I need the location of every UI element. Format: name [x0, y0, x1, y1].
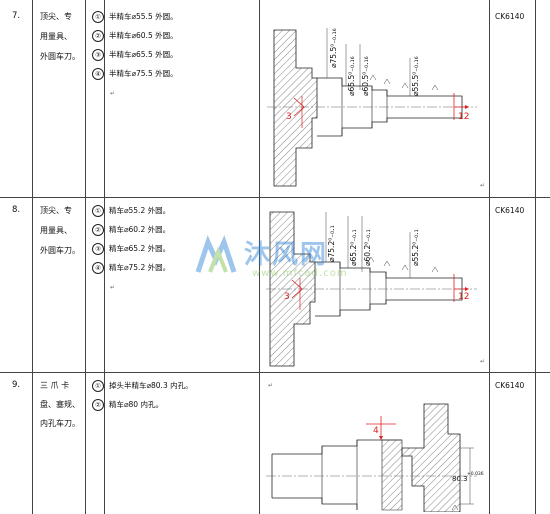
- process-step: 精车⌀75.2 外圆。: [109, 263, 171, 272]
- paragraph-mark: ↵: [480, 182, 486, 189]
- tooling-line: 用量具、: [40, 226, 72, 235]
- watermark-logo-icon: [195, 235, 237, 273]
- watermark: 沐风网 www.mfcad.com: [190, 232, 380, 287]
- table-grid-line: [535, 0, 536, 514]
- step-mark: ①: [92, 205, 104, 217]
- table-grid-line: [489, 0, 490, 514]
- watermark-brand: 沐风网: [244, 240, 329, 270]
- process-step: 半精车⌀60.5 外圆。: [109, 31, 178, 40]
- table-grid-line: [32, 0, 33, 514]
- diameter-dimension: ⌀65.5⁰₋₀.₁₆: [347, 56, 356, 96]
- step-mark: ④: [92, 68, 104, 80]
- table-grid-line: [104, 0, 105, 514]
- paragraph-mark: ↵: [480, 358, 486, 365]
- diameter-dimension: ⌀55.2⁰₋₀.₁: [411, 229, 420, 266]
- sequence-number: 9.: [12, 380, 21, 390]
- process-step: 精车⌀60.2 外圆。: [109, 225, 171, 234]
- sequence-number: 8.: [12, 205, 21, 215]
- paragraph-mark: ↵: [110, 90, 116, 97]
- tool-position-label: 4: [373, 426, 379, 436]
- tooling-line: 顶尖、专: [40, 12, 72, 21]
- diameter-dimension: ⌀75.5⁰₋₀.₁₆: [329, 28, 338, 68]
- support-label: 3: [284, 292, 290, 302]
- step-mark: ②: [92, 30, 104, 42]
- step-mark: ③: [92, 243, 104, 255]
- diameter-dimension: ⌀60.5⁰₋₀.₁₆: [361, 56, 370, 96]
- step-mark: ①: [92, 380, 104, 392]
- diameter-dimension: ⌀55.5⁰₋₀.₁₆: [411, 56, 420, 96]
- machine-tool: CK6140: [495, 206, 525, 215]
- process-step: 精车⌀55.2 外圆。: [109, 206, 171, 215]
- step-mark: ①: [92, 11, 104, 23]
- step-mark: ②: [92, 399, 104, 411]
- sequence-number: 7.: [12, 11, 21, 21]
- step-mark: ②: [92, 224, 104, 236]
- turning-drawing-op7: [267, 28, 477, 187]
- watermark-url: www.mfcad.com: [252, 268, 348, 279]
- machine-tool: CK6140: [495, 381, 525, 390]
- bore-dimension: 80.3: [452, 475, 468, 483]
- tooling-line: 内孔车刀。: [40, 419, 80, 428]
- process-step: 半精车⌀55.5 外圆。: [109, 12, 178, 21]
- boring-drawing-op9: [266, 403, 477, 512]
- bore-tolerance: +0.036: [467, 472, 484, 477]
- feed-label: 12: [458, 112, 470, 122]
- process-step: 精车⌀80 内孔。: [109, 400, 163, 409]
- table-grid-line: [259, 0, 260, 514]
- tooling-line: 盘、塞规、: [40, 400, 80, 409]
- process-step: 半精车⌀75.5 外圆。: [109, 69, 178, 78]
- table-row-divider: [0, 197, 550, 198]
- process-step: 半精车⌀65.5 外圆。: [109, 50, 178, 59]
- step-mark: ③: [92, 49, 104, 61]
- process-step: 掉头半精车⌀80.3 内孔。: [109, 381, 193, 390]
- tooling-line: 顶尖、专: [40, 206, 72, 215]
- turning-drawing-op8: [266, 211, 477, 367]
- paragraph-mark: ↵: [110, 284, 116, 291]
- tooling-line: 三 爪 卡: [40, 381, 70, 390]
- tooling-line: 外圆车刀。: [40, 52, 80, 61]
- feed-label: 12: [458, 292, 470, 302]
- support-label: 3: [286, 112, 292, 122]
- tooling-line: 外圆车刀。: [40, 246, 80, 255]
- table-grid-line: [85, 0, 86, 514]
- table-row-divider: [0, 372, 550, 373]
- step-mark: ④: [92, 262, 104, 274]
- tooling-line: 用量具、: [40, 32, 72, 41]
- process-step: 精车⌀65.2 外圆。: [109, 244, 171, 253]
- paragraph-mark: ↵: [268, 382, 274, 389]
- machine-tool: CK6140: [495, 12, 525, 21]
